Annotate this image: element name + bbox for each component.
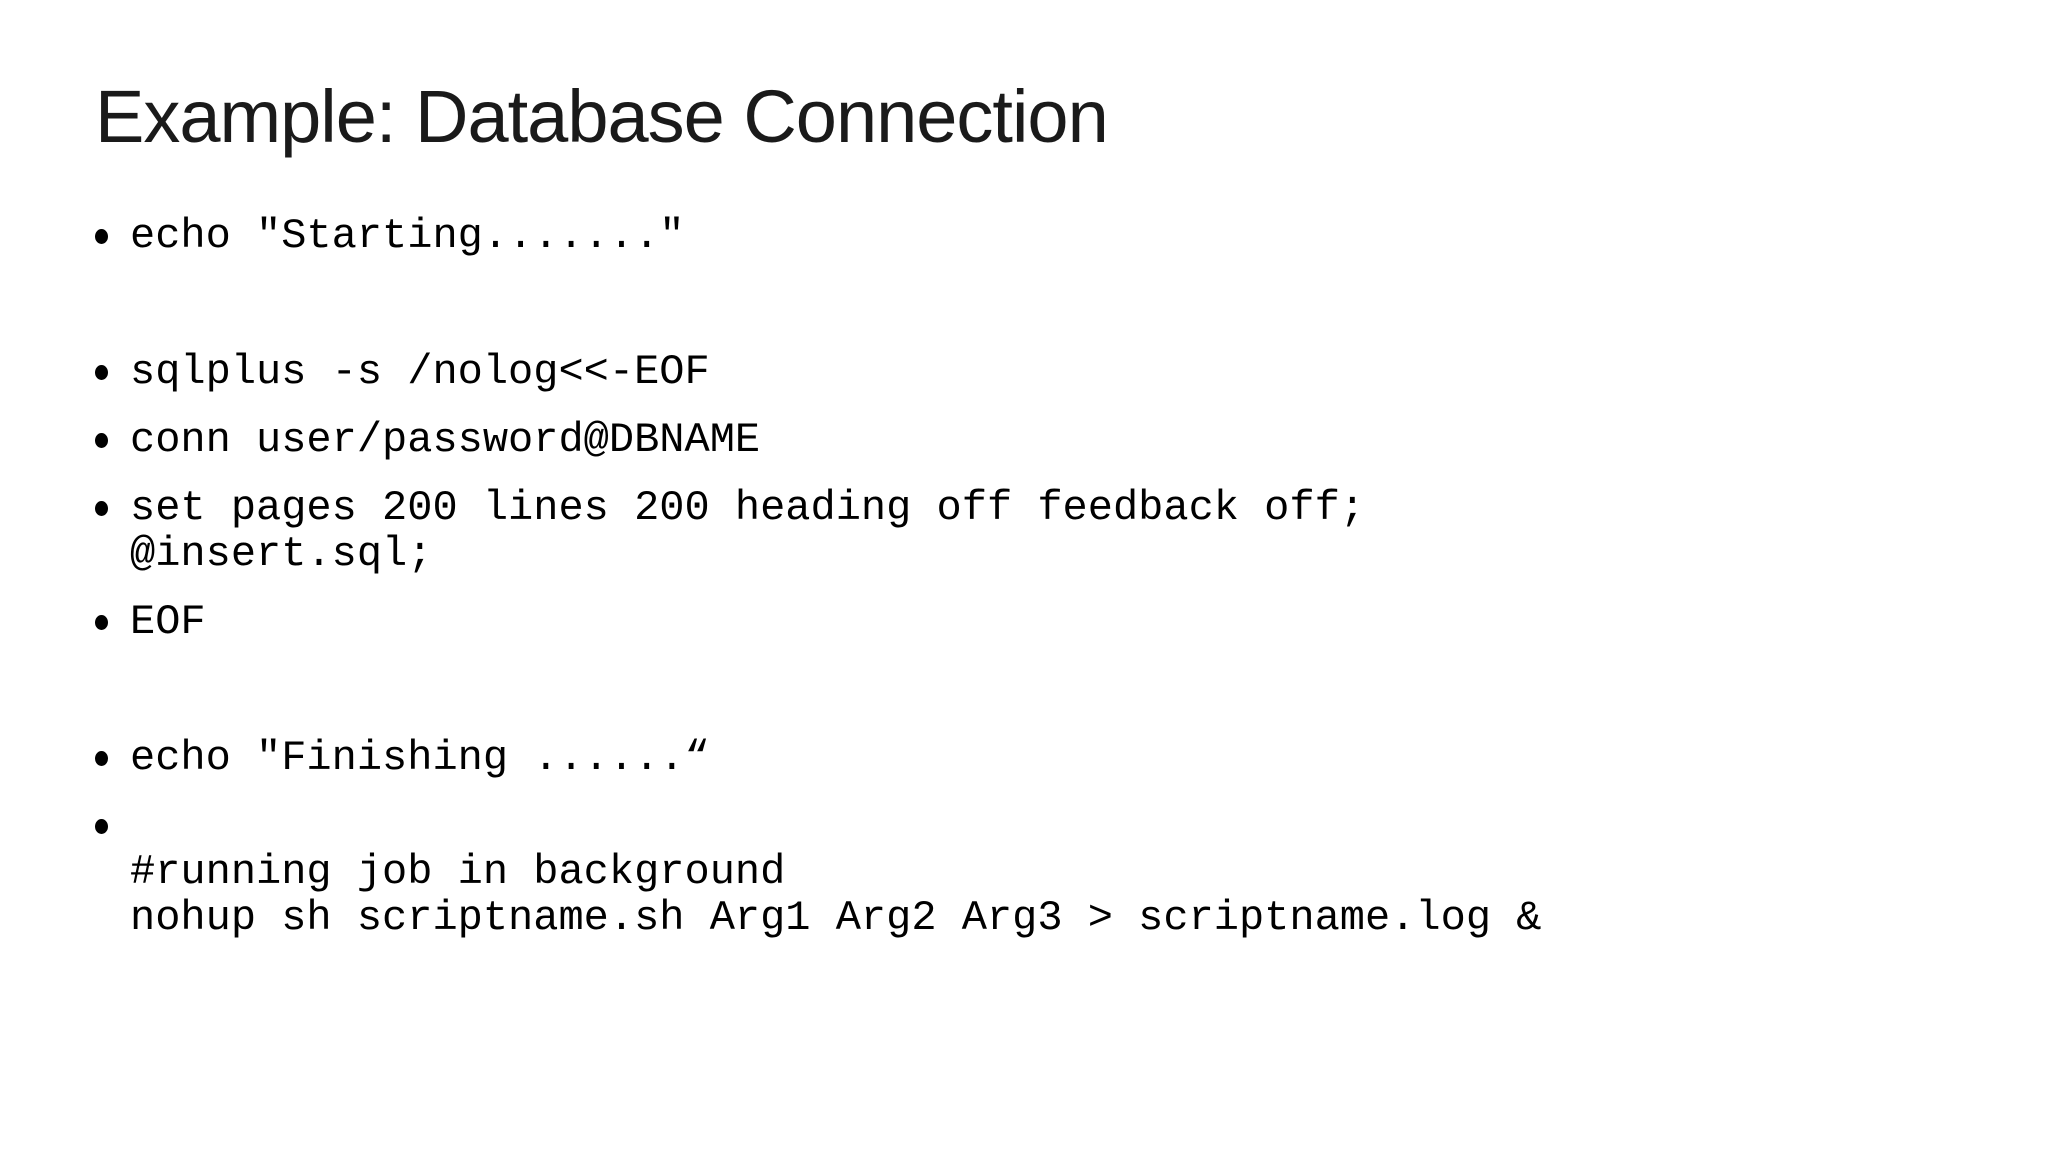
bullet-item: echo "Starting......." bbox=[95, 213, 1955, 259]
bullet-dot-icon bbox=[95, 433, 108, 448]
code-line: echo "Finishing ......“ bbox=[130, 734, 710, 782]
bullet-item: set pages 200 lines 200 heading off feed… bbox=[95, 485, 1955, 577]
bullet-icon bbox=[95, 599, 130, 645]
bullet-item: #running job in background nohup sh scri… bbox=[95, 803, 1955, 941]
code-line: conn user/password@DBNAME bbox=[130, 416, 761, 464]
bullet-dot-icon bbox=[95, 751, 108, 766]
code-line bbox=[130, 281, 1955, 327]
code-line bbox=[130, 667, 1955, 713]
code-line: #running job in background nohup sh scri… bbox=[130, 848, 1542, 942]
bullet-item: echo "Finishing ......“ bbox=[95, 735, 1955, 781]
blank-line bbox=[95, 281, 1955, 327]
bullet-icon bbox=[95, 349, 130, 395]
bullet-list: echo "Starting......." sqlplus -s /nolog<… bbox=[95, 191, 1955, 941]
code-line: echo "Starting......." bbox=[130, 212, 685, 260]
bullet-item: conn user/password@DBNAME bbox=[95, 417, 1955, 463]
bullet-dot-icon bbox=[95, 501, 108, 516]
code-line: set pages 200 lines 200 heading off feed… bbox=[130, 484, 1366, 578]
bullet-dot-icon bbox=[95, 365, 108, 380]
bullet-dot-icon bbox=[95, 819, 108, 834]
bullet-spacer bbox=[95, 281, 130, 327]
blank-line bbox=[95, 667, 1955, 713]
bullet-icon bbox=[95, 803, 130, 849]
bullet-spacer bbox=[95, 667, 130, 713]
bullet-icon bbox=[95, 213, 130, 259]
slide-title: Example: Database Connection bbox=[95, 75, 1109, 158]
bullet-item: sqlplus -s /nolog<<-EOF bbox=[95, 349, 1955, 395]
code-line: EOF bbox=[130, 598, 206, 646]
bullet-dot-icon bbox=[95, 229, 108, 244]
bullet-icon bbox=[95, 735, 130, 781]
code-line: sqlplus -s /nolog<<-EOF bbox=[130, 348, 710, 396]
bullet-icon bbox=[95, 485, 130, 531]
bullet-dot-icon bbox=[95, 615, 108, 630]
bullet-icon bbox=[95, 417, 130, 463]
bullet-item: EOF bbox=[95, 599, 1955, 645]
